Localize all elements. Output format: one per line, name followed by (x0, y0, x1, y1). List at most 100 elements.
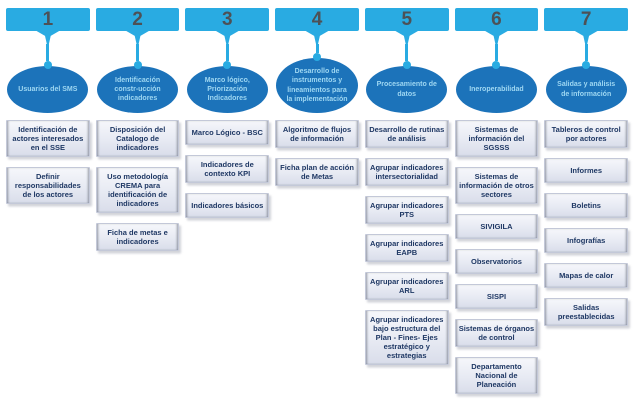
connector (393, 30, 420, 69)
task-box: Indicadores de contexto KPI (185, 155, 270, 183)
stage-number-bar: 4 (275, 8, 359, 31)
task-box: Agrupar indicadores intersectorialidad (364, 158, 449, 186)
task-box: Infografías (544, 228, 629, 253)
stage-ellipse-label: Ineroperabilidad (469, 85, 524, 93)
stage-ellipse-label: Identificación constr-ucción indicadores (114, 76, 161, 103)
connector-line (225, 44, 229, 61)
stage-number-bar: 6 (454, 8, 539, 31)
stage-ellipse: Usuarios del SMS (7, 66, 89, 113)
task-box-label: Ficha plan de acción de Metas (280, 163, 354, 181)
connector-line (584, 44, 588, 61)
connector (573, 30, 600, 69)
task-box: Informes (544, 158, 629, 183)
connector-line (136, 44, 140, 61)
stage-number-bar: 2 (95, 8, 180, 31)
task-box: Agrupar indicadores bajo estructura del … (364, 310, 449, 365)
task-box: Mapas de calor (544, 263, 629, 288)
task-box-label: Salidas preestablecidas (557, 303, 615, 321)
task-box: Agrupar indicadores PTS (364, 196, 449, 224)
task-box-label: Agrupar indicadores PTS (370, 201, 444, 219)
task-box: Identificación de actores interesados en… (6, 120, 90, 157)
connector (124, 30, 151, 69)
stage-ellipse: Identificación constr-ucción indicadores (96, 66, 179, 113)
connector-funnel-icon (304, 30, 331, 44)
connector-dot-icon (133, 61, 142, 69)
task-box: Tableros de control por actores (544, 120, 629, 148)
task-box: Boletins (544, 193, 629, 218)
stage-number-bar: 7 (544, 8, 629, 31)
task-box-label: Infografías (567, 236, 606, 245)
connector-dot-icon (223, 61, 232, 69)
stage-number: 6 (491, 9, 502, 30)
stage-ellipse: Ineroperabilidad (455, 66, 538, 113)
task-box-label: SIVIGILA (480, 222, 513, 231)
task-box-label: Algoritmo de flujos de información (282, 125, 352, 143)
task-box: Indicadores básicos (185, 193, 270, 218)
task-box-label: Agrupar indicadores EAPB (370, 239, 444, 257)
connector-funnel-icon (34, 30, 61, 44)
task-box-label: Observatorios (471, 257, 522, 266)
stage-ellipse: Procesamiento de datos (366, 66, 448, 113)
task-box-list: Identificación de actores interesados en… (6, 120, 90, 204)
task-box-label: Definir responsabilidades de los actores (14, 172, 81, 199)
task-box-list: Sistemas de información del SGSSS Sistema… (454, 120, 539, 394)
task-box-label: Indicadores de contexto KPI (200, 160, 254, 178)
task-box: Salidas preestablecidas (544, 298, 629, 326)
task-box: Marco Lógico - BSC (185, 120, 270, 145)
task-box-label: Mapas de calor (559, 271, 614, 280)
connector-dot-icon (402, 61, 411, 69)
task-box: SIVIGILA (454, 214, 539, 239)
connector-funnel-icon (214, 30, 241, 44)
task-box: Agrupar indicadores ARL (364, 272, 449, 300)
stage-number: 3 (222, 9, 233, 30)
task-box-label: Disposición del Catalogo de indicadores (109, 125, 166, 152)
connector-dot-icon (43, 61, 52, 69)
connector-line (315, 44, 319, 53)
stage-ellipse-label: Desarrollo de instrumentos y lineamiento… (286, 68, 348, 103)
connector-funnel-icon (393, 30, 420, 44)
task-box-label: Agrupar indicadores ARL (370, 277, 444, 295)
stage-number-bar: 5 (364, 8, 449, 31)
connector-funnel-icon (483, 30, 510, 44)
task-box: Definir responsabilidades de los actores (6, 167, 90, 204)
task-box: Sistemas de información de otros sectore… (454, 167, 539, 204)
stage-number: 4 (311, 9, 323, 30)
task-box-label: Informes (570, 166, 603, 175)
stage-ellipse-label: Usuarios del SMS (18, 85, 78, 93)
stage-number: 7 (580, 9, 592, 30)
connector-funnel-icon (124, 30, 151, 44)
connector (34, 30, 61, 69)
task-box-label: Tableros de control por actores (551, 125, 621, 143)
connector-dot-icon (492, 61, 501, 69)
task-box-label: Identificación de actores interesados en… (12, 125, 84, 152)
connector-line (494, 44, 498, 61)
task-box-label: Uso metodología CREMA para identificació… (107, 172, 168, 208)
task-box: Observatorios (454, 249, 539, 274)
task-box-label: Sistemas de información de otros sectore… (459, 172, 534, 199)
task-box-label: Sistemas de información del SGSSS (468, 125, 525, 152)
connector-line (46, 44, 50, 61)
task-box-label: Desarrollo de rutinas de análisis (369, 125, 445, 143)
connector (304, 30, 331, 61)
stage-number: 1 (42, 9, 54, 30)
stage-ellipse: Salidas y análisis de información (545, 66, 627, 113)
task-box-label: Boletins (571, 201, 601, 210)
stage-ellipse: Desarrollo de instrumentos y lineamiento… (276, 58, 358, 113)
task-box-label: Indicadores básicos (191, 201, 264, 210)
task-box-list: Marco Lógico - BSC Indicadores de context… (185, 120, 270, 218)
task-box: Ficha de metas e indicadores (95, 223, 180, 251)
connector-dot-icon (582, 61, 591, 69)
task-box-label: Departamento Nacional de Planeación (471, 362, 522, 389)
task-box-label: SISPI (486, 292, 507, 301)
task-box-label: Marco Lógico - BSC (191, 128, 263, 137)
